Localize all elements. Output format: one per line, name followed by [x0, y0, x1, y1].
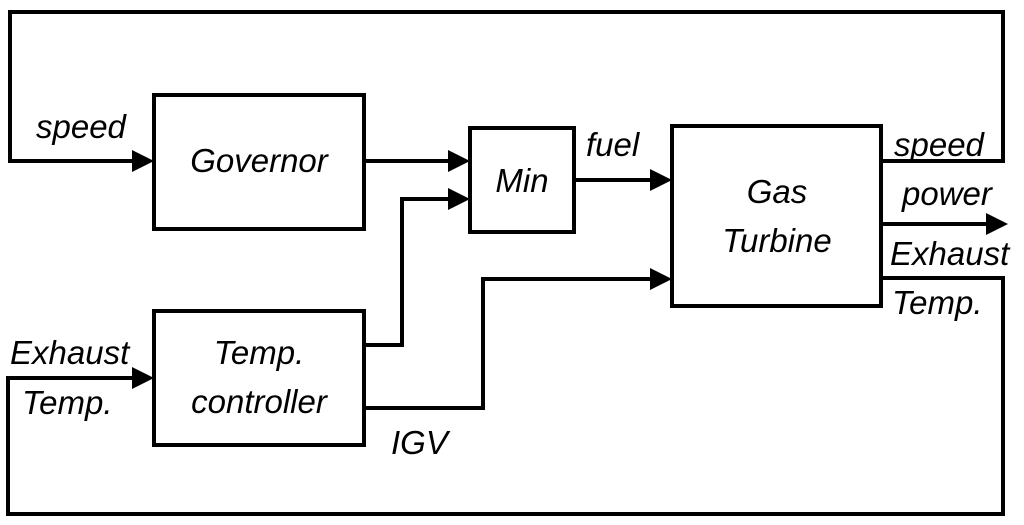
gas-turbine-label-line2: Turbine	[722, 222, 831, 259]
exhaust-input-label-line2: Temp.	[22, 384, 113, 421]
exhaust-output-label-line1: Exhaust	[890, 235, 1011, 272]
fuel-arrowhead	[650, 169, 672, 191]
fuel-label: fuel	[586, 126, 641, 163]
exhaust-feedback-wire	[6, 276, 1005, 516]
exhaust-input-label-line1: Exhaust	[10, 334, 131, 371]
min-block: Min	[468, 126, 576, 234]
tempctrl-to-min-wire	[362, 197, 454, 347]
power-label: power	[901, 175, 994, 212]
igv-arrowhead	[650, 268, 672, 290]
min-label: Min	[495, 162, 548, 199]
governor-block: Governor	[152, 93, 366, 231]
temp-controller-block: Temp. controller	[152, 309, 366, 447]
exhaust-output-label-line2: Temp.	[892, 284, 983, 321]
igv-label: IGV	[391, 424, 451, 461]
temp-controller-label-line1: Temp.	[214, 334, 305, 371]
speed-output-label: speed	[894, 126, 986, 163]
speed-feedback-wire	[8, 10, 1005, 163]
power-arrowhead	[986, 213, 1008, 235]
governor-input-arrowhead	[132, 150, 154, 172]
speed-input-label: speed	[36, 108, 128, 145]
temp-controller-label-line2: controller	[191, 383, 329, 420]
igv-wire	[362, 277, 656, 410]
min-input1-arrowhead	[448, 150, 470, 172]
tempctrl-input-arrowhead	[132, 367, 154, 389]
gas-turbine-label-line1: Gas	[747, 173, 808, 210]
min-input2-arrowhead	[448, 188, 470, 210]
governor-label: Governor	[190, 142, 330, 179]
gas-turbine-block: Gas Turbine	[670, 124, 883, 308]
